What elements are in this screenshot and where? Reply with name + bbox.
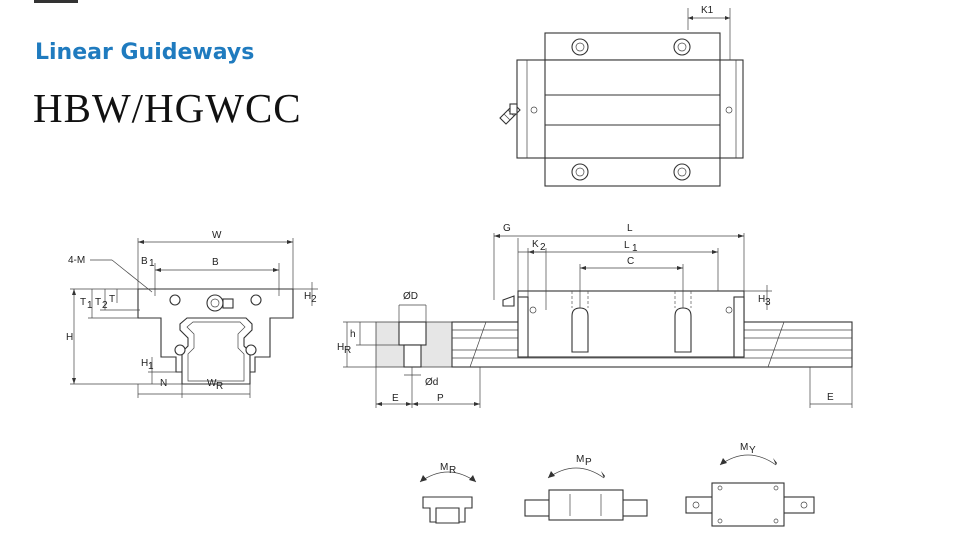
front-view: W B B 1 4-M H T 1 T 2 T H 2: [66, 230, 318, 398]
svg-text:1: 1: [632, 243, 638, 254]
svg-text:P: P: [585, 457, 592, 468]
svg-text:2: 2: [540, 242, 546, 253]
four-m-label: 4-M: [68, 255, 85, 266]
svg-text:R: R: [344, 345, 351, 356]
side-view: L G L 1 K 2 C ØD Ød H R h H: [337, 223, 853, 408]
h1-label: H: [141, 358, 148, 369]
h2-label: H: [304, 291, 311, 302]
e-left-label: E: [392, 393, 399, 404]
top-view-bolt-holes: [530, 38, 733, 181]
n-label: N: [160, 378, 167, 389]
svg-text:Y: Y: [749, 445, 756, 456]
e-right-label: E: [827, 392, 834, 403]
page-title: Linear Guideways: [35, 40, 255, 65]
t1-label: T: [80, 297, 86, 308]
wr-label: W: [207, 378, 217, 389]
w-label: W: [212, 230, 222, 241]
grease-nipple-icon: [499, 103, 521, 125]
l-label: L: [627, 223, 633, 234]
grease-nipple-side-icon: [502, 295, 515, 307]
t-label: T: [109, 294, 115, 305]
p-label: P: [437, 393, 444, 404]
hr-label: H: [337, 342, 344, 353]
mp-arrow-icon: [547, 467, 605, 479]
od-label: ØD: [403, 291, 418, 302]
svg-text:1: 1: [87, 300, 93, 311]
h-label: H: [66, 332, 73, 343]
model-number: HBW/HGWCC: [33, 85, 302, 131]
svg-text:2: 2: [102, 300, 108, 311]
l1-label: L: [624, 240, 630, 251]
h3-label: H: [758, 294, 765, 305]
moment-mr-diagram: M R: [419, 462, 477, 524]
c-label: C: [627, 256, 634, 267]
t2-label: T: [95, 297, 101, 308]
side-view-block: [517, 290, 745, 358]
moment-my-diagram: M Y: [685, 442, 815, 527]
svg-text:R: R: [216, 381, 223, 392]
svg-text:2: 2: [311, 294, 317, 305]
h-small-label: h: [350, 329, 356, 340]
svg-text:3: 3: [765, 297, 771, 308]
mr-label: M: [440, 462, 448, 473]
svg-text:1: 1: [148, 361, 154, 372]
mr-arrow-icon: [419, 471, 477, 483]
b1-label: B: [141, 256, 148, 267]
od-small-label: Ød: [425, 377, 438, 388]
my-arrow-icon: [719, 454, 777, 466]
k1-label: K1: [701, 5, 714, 16]
mp-label: M: [576, 454, 584, 465]
moment-mp-diagram: M P: [524, 454, 648, 521]
top-edge-mark: [34, 0, 78, 3]
k2-label: K: [532, 239, 539, 250]
g-label: G: [503, 223, 511, 234]
svg-text:1: 1: [149, 258, 155, 269]
my-label: M: [740, 442, 748, 453]
b-label: B: [212, 257, 219, 268]
top-view: K1: [499, 5, 744, 187]
svg-text:R: R: [449, 465, 456, 476]
